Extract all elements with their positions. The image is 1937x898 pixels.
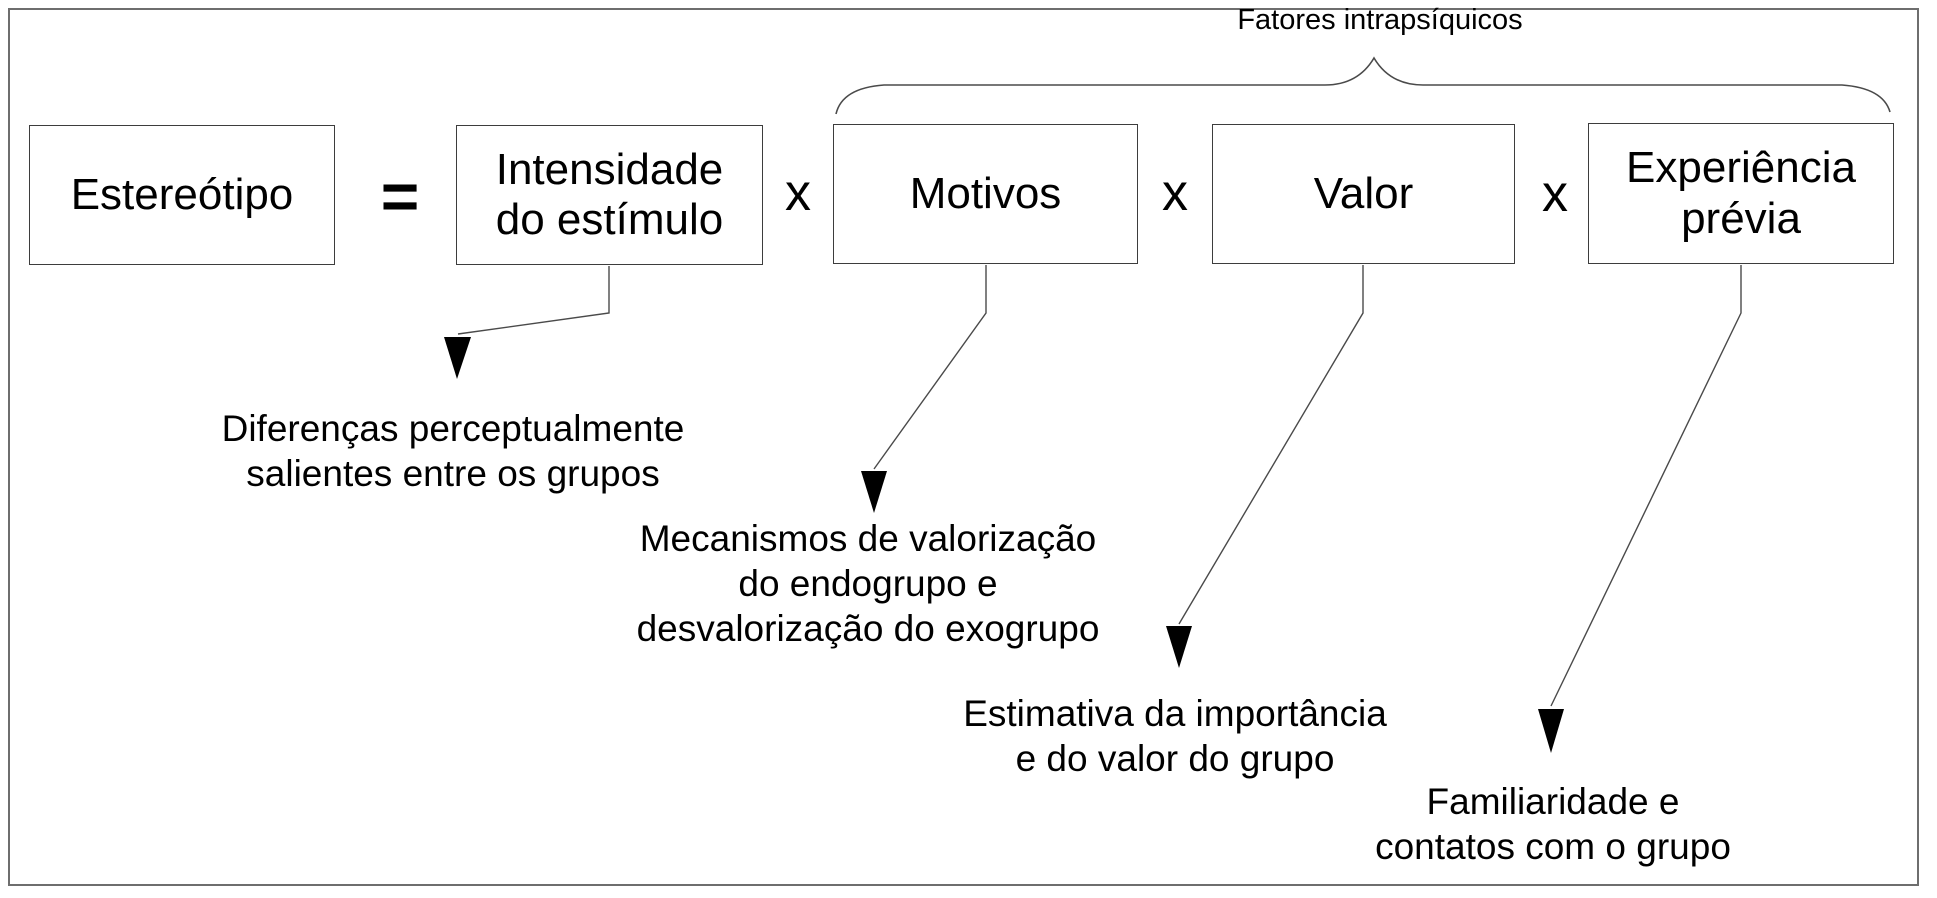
box-label-line: Experiência xyxy=(1626,143,1856,193)
box-experiencia-previa: Experiência prévia xyxy=(1588,123,1894,264)
annotation-line: Familiaridade e xyxy=(1426,781,1680,822)
annotation-line: e do valor do grupo xyxy=(1015,738,1335,780)
box-label-line: prévia xyxy=(1681,193,1801,243)
annotation-line: salientes entre os grupos xyxy=(246,453,660,495)
annotation-line: desvalorização do exogrupo xyxy=(636,608,1100,650)
box-intensidade-do-estimulo: Intensidade do estímulo xyxy=(456,125,763,265)
annotation-experiencia: Familiaridade e contatos com o grupo xyxy=(1293,779,1813,869)
box-label: Motivos xyxy=(909,168,1062,218)
times-sign: x xyxy=(785,164,811,222)
box-label-line: do estímulo xyxy=(495,195,724,244)
times-sign: x xyxy=(1162,164,1188,222)
annotation-line: Mecanismos de valorização xyxy=(639,518,1097,559)
box-motivos: Motivos xyxy=(833,124,1138,264)
annotation-line: contatos com o grupo xyxy=(1375,826,1731,868)
annotation-line: Diferenças perceptualmente xyxy=(221,408,685,449)
annotation-valor: Estimativa da importância e do valor do … xyxy=(915,691,1435,781)
box-label: Valor xyxy=(1313,168,1414,218)
brace-label: Fatores intrapsíquicos xyxy=(1237,4,1523,36)
annotation-intensidade: Diferenças perceptualmente salientes ent… xyxy=(193,406,713,496)
box-label: Estereótipo xyxy=(70,169,294,219)
equals-sign: = xyxy=(380,159,420,233)
annotation-line: Estimativa da importância xyxy=(963,693,1387,734)
box-estereotipo: Estereótipo xyxy=(29,125,335,265)
annotation-motivos: Mecanismos de valorização do endogrupo e… xyxy=(608,516,1128,651)
box-label-line: Intensidade xyxy=(495,144,724,194)
annotation-line: do endogrupo e xyxy=(738,563,998,605)
box-valor: Valor xyxy=(1212,124,1515,264)
times-sign: x xyxy=(1542,165,1568,223)
